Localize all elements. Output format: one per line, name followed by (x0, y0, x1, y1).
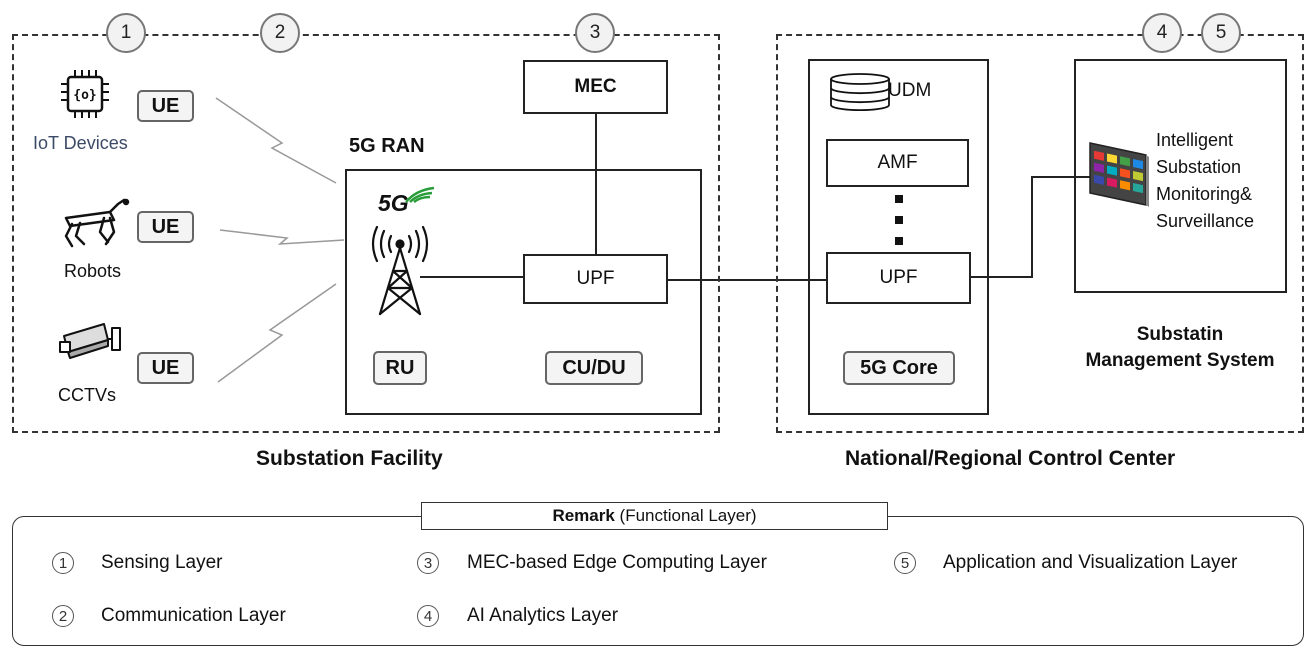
wireless-link-robots (219, 229, 345, 245)
remark-title-bold: Remark (552, 506, 615, 525)
5g-logo-text: 5G (378, 190, 409, 216)
5g-signal-arcs (405, 186, 435, 203)
iot-chip-icon: {o} (61, 70, 109, 118)
cctvs-label: CCTVs (58, 385, 116, 405)
management-system-line-2: Management System (1085, 350, 1275, 371)
remark-title-rest: (Functional Layer) (614, 506, 757, 525)
legend-label-4: AI Analytics Layer (467, 605, 619, 626)
ue-tag-cctv: UE (137, 352, 194, 384)
legend-label-2: Communication Layer (101, 605, 286, 626)
svg-text:{o}: {o} (73, 88, 96, 103)
wireless-link-iot (215, 97, 337, 184)
management-system-label: Substatin Management System (1060, 322, 1300, 374)
ru-tag: RU (373, 351, 427, 385)
control-center-title: National/Regional Control Center (845, 447, 1176, 470)
layer-marker-4: 4 (1142, 13, 1182, 53)
legend-num-4: 4 (417, 605, 439, 627)
legend-num-2: 2 (52, 605, 74, 627)
udm-label: UDM (888, 80, 932, 101)
management-system-line-1: Substatin (1136, 324, 1224, 345)
legend-num-3: 3 (417, 552, 439, 574)
layer-marker-1: 1 (106, 13, 146, 53)
layer-marker-3: 3 (575, 13, 615, 53)
management-app-box (1074, 59, 1287, 293)
core-upf-box: UPF (826, 252, 971, 304)
core-box (808, 59, 989, 415)
app-label-line-4: Surveillance (1156, 211, 1255, 231)
cctv-camera-icon (59, 323, 121, 359)
app-label: Intelligent Substation Monitoring& Surve… (1156, 127, 1254, 235)
legend-label-5: Application and Visualization Layer (943, 552, 1238, 573)
ellipsis-dots (895, 195, 903, 245)
substation-facility-region (12, 34, 720, 433)
remark-title-box: Remark (Functional Layer) (421, 502, 888, 530)
5g-logo: 5G (374, 184, 438, 220)
legend-num-1: 1 (52, 552, 74, 574)
ue-tag-iot: UE (137, 90, 194, 122)
app-label-line-1: Intelligent (1156, 130, 1234, 150)
substation-facility-title: Substation Facility (256, 447, 443, 470)
legend-label-3: MEC-based Edge Computing Layer (467, 552, 767, 573)
layer-marker-2: 2 (260, 13, 300, 53)
database-icon (830, 73, 890, 111)
ran-box (345, 169, 702, 415)
antenna-tower-icon (371, 226, 429, 316)
5g-core-tag: 5G Core (843, 351, 955, 385)
layer-marker-5: 5 (1201, 13, 1241, 53)
robot-dog-icon (64, 198, 130, 248)
legend-num-5: 5 (894, 552, 916, 574)
wireless-link-cctv (217, 283, 337, 383)
ran-title: 5G RAN (349, 135, 425, 157)
ran-upf-box: UPF (523, 254, 668, 304)
iot-devices-label: IoT Devices (33, 133, 128, 153)
ue-tag-robots: UE (137, 211, 194, 243)
app-label-line-2: Substation (1156, 157, 1242, 177)
cudu-tag: CU/DU (545, 351, 643, 385)
legend-label-1: Sensing Layer (101, 552, 223, 573)
monitor-wall-icon (1089, 142, 1149, 207)
robots-label: Robots (64, 261, 122, 281)
mec-box: MEC (523, 60, 668, 114)
amf-box: AMF (826, 139, 969, 187)
app-label-line-3: Monitoring& (1156, 184, 1253, 204)
control-center-region (776, 34, 1304, 433)
